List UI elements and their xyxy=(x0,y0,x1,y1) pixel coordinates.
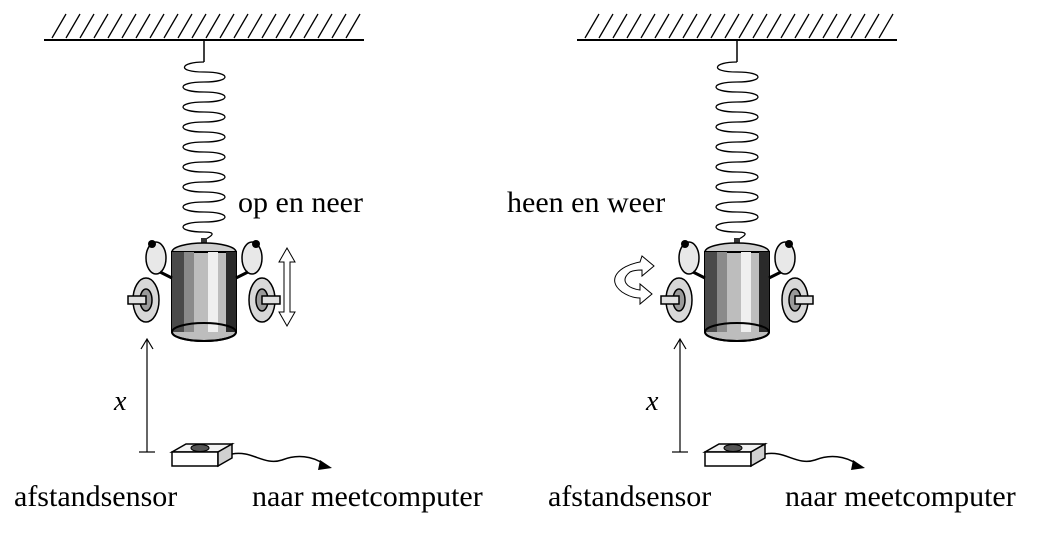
computer-label: naar meetcomputer xyxy=(785,480,1016,513)
variable-x-label: x xyxy=(113,386,127,417)
sensor-label: afstandsensor xyxy=(548,480,711,513)
distance-arrow xyxy=(139,337,155,453)
spring xyxy=(715,61,759,241)
computer-label: naar meetcomputer xyxy=(252,480,483,513)
motion-label: op en neer xyxy=(238,186,363,219)
sensor-label: afstandsensor xyxy=(14,480,177,513)
motion-label: heen en weer xyxy=(507,186,665,219)
ceiling-hatch xyxy=(576,13,898,41)
panel-left: x op en neer afstandsensor naar meetcomp… xyxy=(14,13,483,513)
distance-sensor xyxy=(171,443,333,471)
distance-sensor xyxy=(704,443,866,471)
rotation-arrow-icon xyxy=(614,255,655,306)
spring xyxy=(182,61,226,241)
mass-block xyxy=(659,236,815,343)
distance-arrow xyxy=(672,337,688,453)
panel-right: x heen en weer afstandsensor naar meetco… xyxy=(507,13,1016,513)
ceiling-hatch xyxy=(43,13,365,41)
mass-block xyxy=(126,236,282,343)
up-down-arrow-icon xyxy=(278,246,296,328)
variable-x-label: x xyxy=(645,386,659,417)
